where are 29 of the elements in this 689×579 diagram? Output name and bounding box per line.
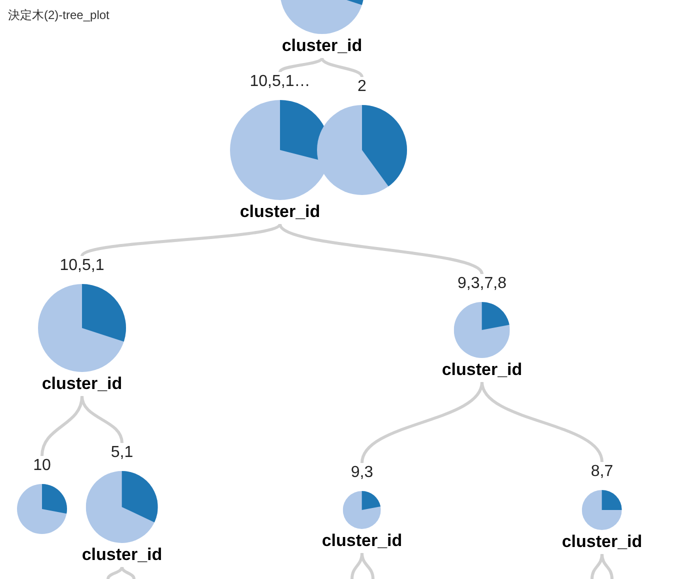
split-feature-label: cluster_id [442, 359, 522, 381]
node-label: 10 [33, 456, 51, 476]
tree-link [278, 57, 324, 73]
node-label: 8,7 [590, 462, 614, 482]
split-feature-label: cluster_id [282, 35, 362, 57]
node-label: 5,1 [110, 443, 134, 463]
chart-title: 決定木(2)-tree_plot [8, 7, 110, 24]
split-feature-label: cluster_id [562, 531, 642, 553]
node-label: 9,3,7,8 [458, 274, 506, 294]
tree-link [480, 382, 604, 462]
split-feature-label: cluster_id [240, 201, 320, 223]
tree-link [350, 552, 364, 579]
tree-link [40, 396, 84, 456]
node-label: 2 [358, 77, 366, 97]
node-label: 9,3 [350, 463, 374, 483]
node-label: 10,5,1… [250, 72, 310, 92]
tree-link [278, 223, 484, 275]
tree-link [106, 566, 124, 579]
tree-link [360, 552, 374, 579]
tree-link [600, 554, 614, 579]
split-feature-label: cluster_id [322, 530, 402, 552]
split-feature-label: cluster_id [42, 373, 122, 395]
split-feature-label: cluster_id [82, 544, 162, 566]
tree-link [80, 396, 124, 444]
tree-link [120, 566, 136, 579]
tree-link [590, 554, 604, 579]
node-label: 10,5,1 [60, 256, 104, 276]
tree-link [320, 58, 364, 78]
tree-link [80, 222, 282, 258]
